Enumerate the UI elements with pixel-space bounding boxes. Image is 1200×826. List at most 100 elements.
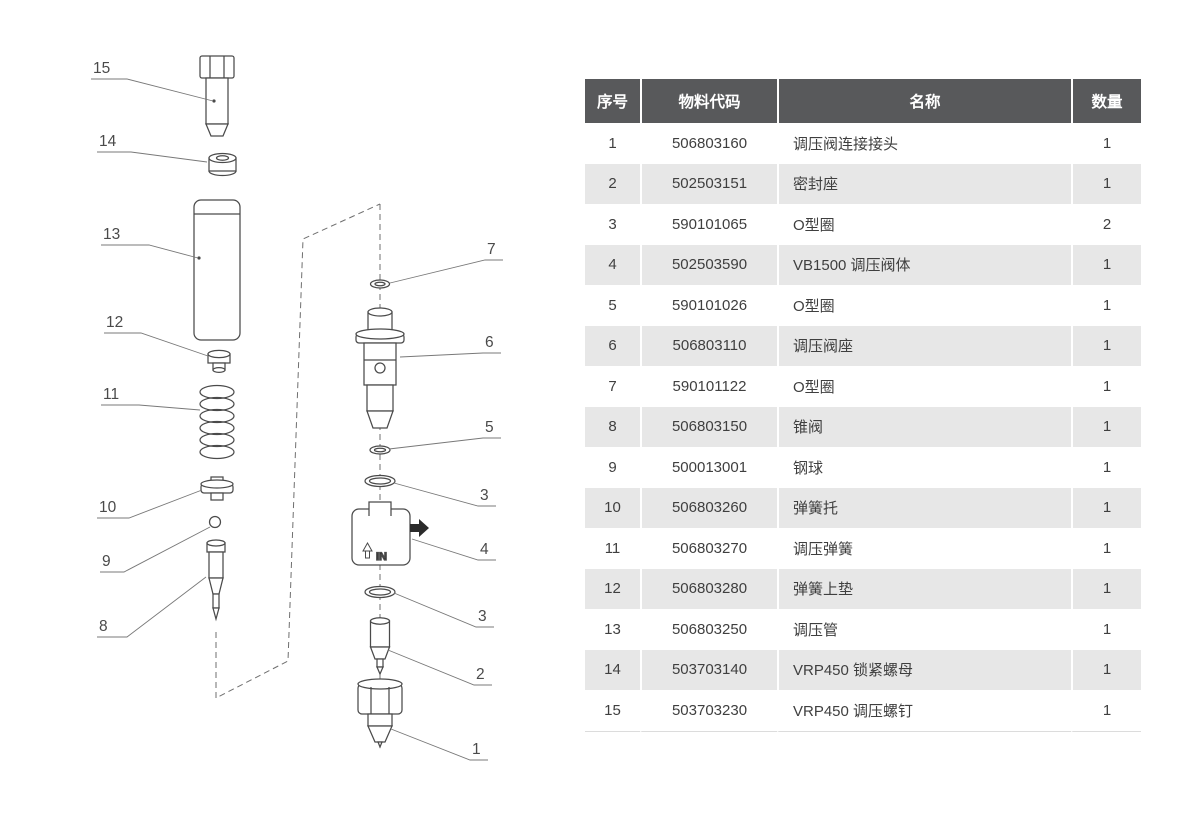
parts-table: 序号 物料代码 名称 数量 1 506803160 调压阀连接接头 1 2 50… [585, 79, 1141, 732]
cell-code: 502503151 [640, 163, 777, 204]
cell-code: 506803260 [640, 487, 777, 528]
callout-9: 9 [100, 526, 211, 573]
table-row: 4 502503590 VB1500 调压阀体 1 [585, 244, 1141, 285]
cell-name: 密封座 [777, 163, 1071, 204]
svg-text:12: 12 [106, 314, 123, 331]
cell-code: 590101065 [640, 204, 777, 245]
cell-name: 调压阀连接接头 [777, 123, 1071, 164]
svg-text:9: 9 [102, 553, 111, 570]
callout-15: 15 [91, 60, 214, 102]
table-header-row: 序号 物料代码 名称 数量 [585, 79, 1141, 123]
callout-7: 7 [389, 241, 503, 284]
cell-name: 锥阀 [777, 406, 1071, 447]
cell-code: 503703140 [640, 649, 777, 690]
table-row: 15 503703230 VRP450 调压螺钉 1 [585, 690, 1141, 732]
cell-name: 弹簧上垫 [777, 568, 1071, 609]
cell-no: 1 [585, 123, 640, 164]
table-row: 10 506803260 弹簧托 1 [585, 487, 1141, 528]
callout-1: 1 [390, 728, 488, 761]
callout-11: 11 [101, 386, 201, 411]
cell-qty: 1 [1071, 528, 1141, 569]
cell-qty: 1 [1071, 406, 1141, 447]
part-9-steel-ball [208, 515, 222, 529]
cell-name: 调压管 [777, 609, 1071, 650]
table-row: 11 506803270 调压弹簧 1 [585, 528, 1141, 569]
part-11-regulating-spring [199, 384, 235, 460]
table-row: 2 502503151 密封座 1 [585, 163, 1141, 204]
callout-5: 5 [388, 419, 501, 450]
cell-no: 4 [585, 244, 640, 285]
cell-name: 钢球 [777, 447, 1071, 488]
part-10-spring-seat [200, 476, 234, 501]
cell-no: 2 [585, 163, 640, 204]
cell-no: 14 [585, 649, 640, 690]
cell-code: 506803250 [640, 609, 777, 650]
part-6-valve-seat [355, 307, 405, 429]
cell-no: 7 [585, 366, 640, 407]
callout-13: 13 [101, 226, 199, 259]
svg-text:15: 15 [93, 60, 110, 77]
cell-code: 502503590 [640, 244, 777, 285]
callout-14: 14 [97, 133, 208, 163]
cell-qty: 1 [1071, 690, 1141, 732]
part-12-spring-upper-pad [207, 349, 231, 374]
cell-qty: 1 [1071, 325, 1141, 366]
part-8-cone-valve [206, 539, 226, 622]
in-arrow-icon [362, 541, 373, 559]
cell-no: 5 [585, 285, 640, 326]
header-name: 名称 [777, 79, 1071, 123]
part-14-lock-nut [208, 152, 237, 177]
cell-no: 3 [585, 204, 640, 245]
svg-text:6: 6 [485, 334, 494, 351]
cell-no: 15 [585, 690, 640, 732]
table-row: 7 590101122 O型圈 1 [585, 366, 1141, 407]
cell-name: VB1500 调压阀体 [777, 244, 1071, 285]
cell-name: O型圈 [777, 285, 1071, 326]
cell-code: 506803280 [640, 568, 777, 609]
cell-qty: 1 [1071, 285, 1141, 326]
svg-text:11: 11 [103, 386, 119, 403]
callout-3-upper: 3 [393, 482, 496, 507]
table-row: 13 506803250 调压管 1 [585, 609, 1141, 650]
svg-text:14: 14 [99, 133, 117, 150]
exploded-diagram: IN 15 14 13 12 [91, 55, 503, 761]
cell-qty: 1 [1071, 447, 1141, 488]
svg-text:3: 3 [480, 487, 489, 504]
table-row: 3 590101065 O型圈 2 [585, 204, 1141, 245]
part-5-o-ring [369, 445, 391, 455]
table-row: 9 500013001 钢球 1 [585, 447, 1141, 488]
header-code: 物料代码 [640, 79, 777, 123]
cell-qty: 1 [1071, 568, 1141, 609]
part-15-adjusting-screw [199, 55, 235, 137]
part-7-o-ring [369, 279, 391, 289]
svg-text:4: 4 [480, 541, 489, 558]
header-no: 序号 [585, 79, 640, 123]
cell-no: 9 [585, 447, 640, 488]
callout-8: 8 [97, 576, 207, 638]
cell-qty: 1 [1071, 244, 1141, 285]
callouts: 15 14 13 12 11 10 9 8 [91, 60, 503, 761]
cell-no: 10 [585, 487, 640, 528]
cell-code: 506803270 [640, 528, 777, 569]
cell-name: VRP450 锁紧螺母 [777, 649, 1071, 690]
cell-qty: 1 [1071, 487, 1141, 528]
table-row: 1 506803160 调压阀连接接头 1 [585, 123, 1141, 164]
svg-text:10: 10 [99, 499, 117, 516]
svg-text:3: 3 [478, 608, 487, 625]
callout-6: 6 [399, 334, 501, 358]
callout-10: 10 [97, 489, 203, 519]
flow-arrow-icon [410, 519, 429, 537]
cell-qty: 1 [1071, 609, 1141, 650]
callout-3-lower: 3 [393, 592, 494, 628]
svg-text:5: 5 [485, 419, 494, 436]
cell-code: 503703230 [640, 690, 777, 732]
cell-name: O型圈 [777, 204, 1071, 245]
exploded-view-pane: IN 15 14 13 12 [0, 0, 580, 821]
cell-name: O型圈 [777, 366, 1071, 407]
cell-code: 506803110 [640, 325, 777, 366]
table-row: 6 506803110 调压阀座 1 [585, 325, 1141, 366]
table-row: 14 503703140 VRP450 锁紧螺母 1 [585, 649, 1141, 690]
cell-qty: 1 [1071, 123, 1141, 164]
cell-qty: 1 [1071, 649, 1141, 690]
table-row: 8 506803150 锥阀 1 [585, 406, 1141, 447]
